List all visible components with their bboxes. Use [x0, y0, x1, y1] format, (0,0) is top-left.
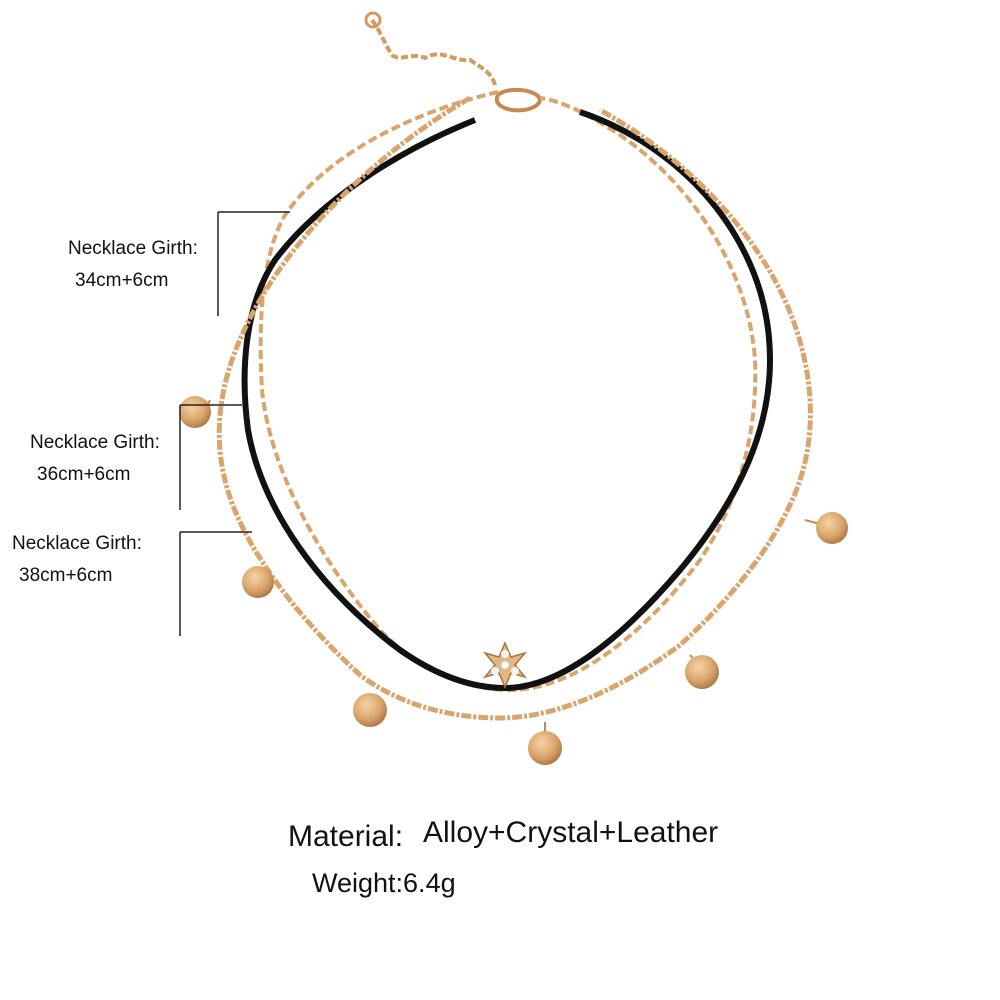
- extender-ring: [364, 11, 382, 29]
- crystal-star-pendant: [482, 641, 528, 689]
- girth-label-38: Necklace Girth:: [12, 533, 142, 554]
- extender-chain: [370, 18, 498, 89]
- coin-charm: [528, 722, 562, 765]
- lobster-clasp: [494, 87, 542, 113]
- inner-bead-chain: [258, 90, 758, 693]
- material-value: Alloy+Crystal+Leather: [423, 816, 719, 849]
- girth-label-34: Necklace Girth:: [68, 238, 198, 259]
- material-label: Material:: [288, 820, 404, 853]
- girth-guide-36: [179, 404, 242, 510]
- girth-guide-38: [179, 531, 252, 636]
- coin-charm: [353, 693, 387, 727]
- coin-charm: [242, 566, 274, 598]
- coin-charm: [179, 396, 211, 428]
- weight-value: Weight:6.4g: [312, 868, 456, 898]
- coin-charm: [685, 654, 719, 689]
- leather-cord: [241, 109, 774, 692]
- girth-label-36: Necklace Girth:: [30, 432, 160, 453]
- girth-size-38: 38cm+6cm: [19, 565, 113, 586]
- coin-charm: [804, 512, 848, 544]
- girth-size-36: 36cm+6cm: [37, 464, 131, 485]
- girth-size-34: 34cm+6cm: [75, 270, 169, 291]
- girth-guide-34: [217, 211, 290, 316]
- outer-twisted-chain: [216, 95, 813, 721]
